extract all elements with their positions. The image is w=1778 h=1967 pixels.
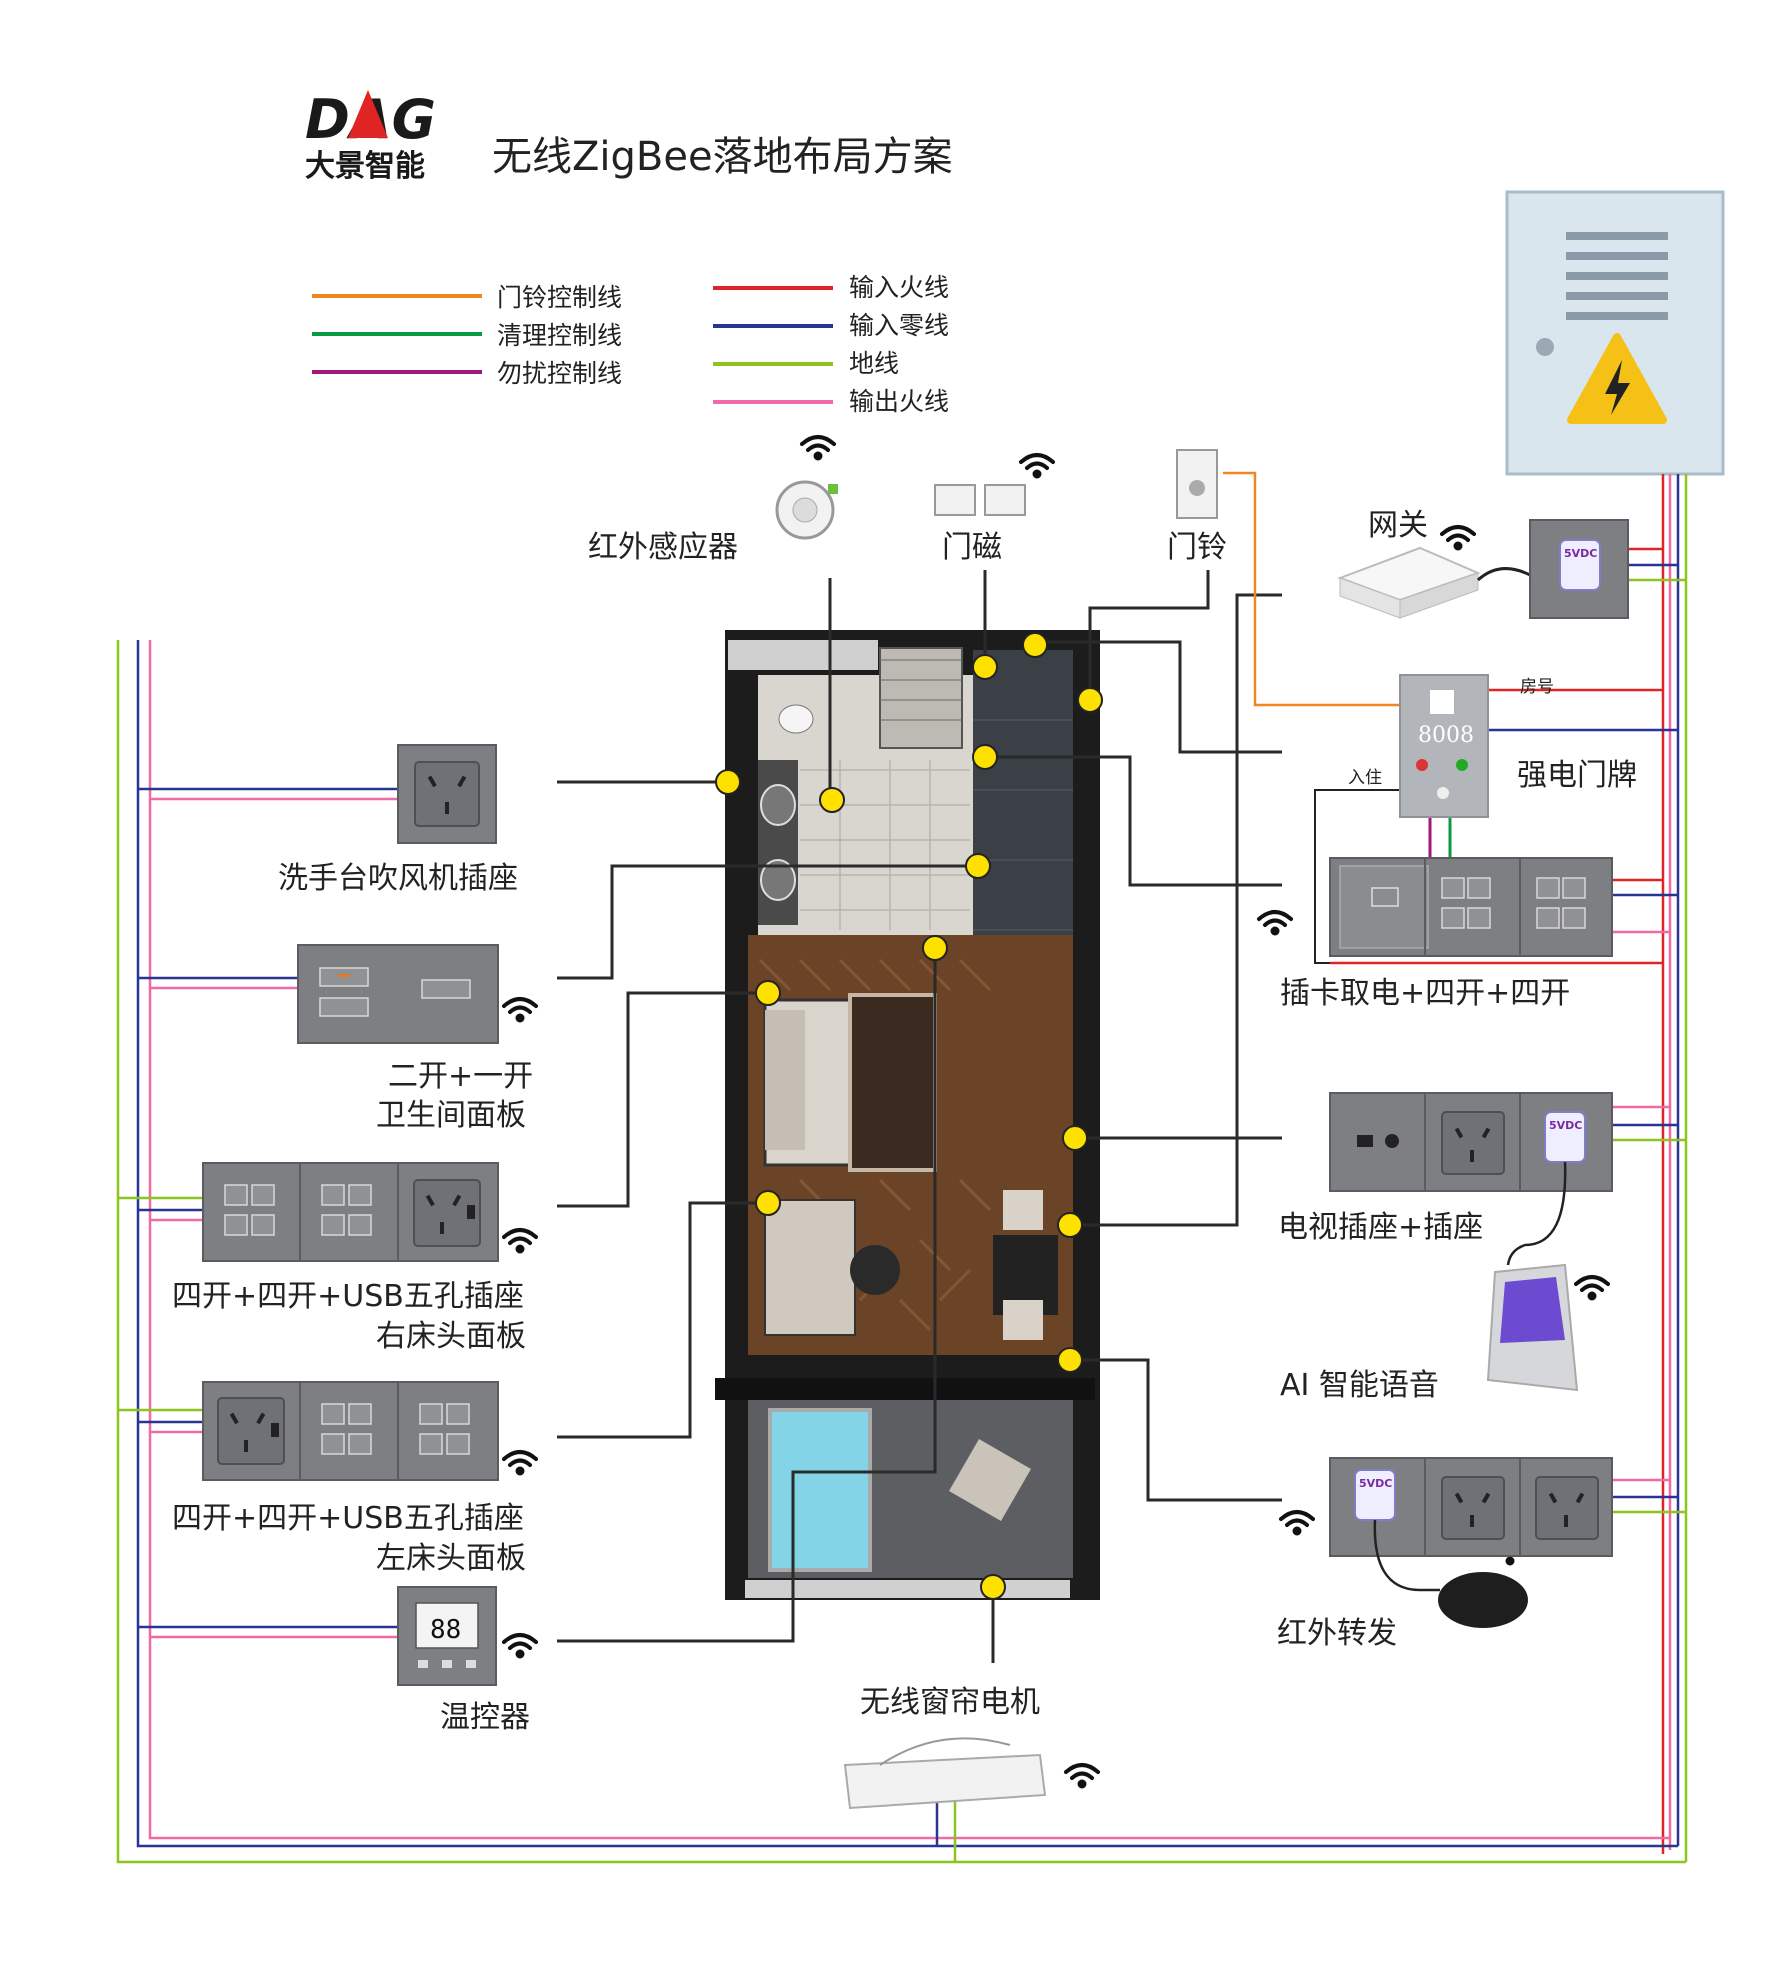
curtain-motor-device: 无线窗帘电机	[843, 1685, 1047, 1810]
right-bed-panel: 四开+四开+USB五孔插座 右床头面板	[172, 1162, 526, 1354]
tv-socket-panel: 5VDC 电视插座+插座	[1278, 1092, 1613, 1266]
wifi-icon	[1279, 1510, 1315, 1536]
usb-module-text: 5VDC	[1564, 547, 1597, 560]
logo-cn: 大景智能	[305, 149, 425, 184]
sofa-icon	[764, 1199, 856, 1336]
bathroom-panel: 二开+一开 卫生间面板	[297, 944, 533, 1133]
doorplate-number: 8008	[1418, 723, 1474, 748]
door-magnet-icon	[934, 484, 976, 516]
round-table-icon	[850, 1245, 900, 1295]
usb-socket-icon	[1535, 1476, 1599, 1540]
legend-label-doorbell: 门铃控制线	[497, 283, 622, 312]
wifi-icon	[502, 997, 538, 1023]
basin-icon	[760, 859, 796, 901]
socket-icon	[1441, 1476, 1505, 1540]
bathtub-icon	[768, 1408, 872, 1572]
ai-voice-label: AI 智能语音	[1280, 1368, 1439, 1403]
wifi-icon	[1257, 910, 1293, 936]
doorbell-device: 门铃	[1167, 449, 1227, 565]
right-bed-label-2: 右床头面板	[376, 1319, 526, 1354]
card-switch-panel: 插卡取电+四开+四开	[1280, 857, 1613, 1011]
ir-blaster-icon	[1438, 1572, 1528, 1628]
wifi-icon	[1574, 1275, 1610, 1301]
ir-sensor-device: 红外感应器	[588, 480, 838, 565]
brand-logo: DAG 大景智能	[305, 88, 436, 184]
legend-label-live-out: 输出火线	[849, 387, 949, 416]
usb-module-icon	[1559, 539, 1601, 591]
socket-icon	[414, 761, 480, 827]
door-magnet-device: 门磁	[934, 484, 1026, 565]
power-distribution-box	[1505, 190, 1725, 476]
legend-label-clean: 清理控制线	[497, 321, 622, 350]
power-rails-left	[116, 640, 1686, 1864]
power-branches-left	[118, 787, 398, 1639]
usb-module-text: 5VDC	[1549, 1119, 1582, 1132]
usb-socket-icon	[217, 1397, 285, 1465]
door-magnet-label: 门磁	[942, 530, 1002, 565]
armchair-icon	[949, 1439, 1031, 1521]
ai-voice-device: AI 智能语音	[1280, 1263, 1579, 1403]
control-wires	[557, 570, 1282, 1663]
legend-label-ground: 地线	[849, 349, 899, 378]
floor-plan	[715, 630, 1100, 1600]
wifi-icon	[1440, 525, 1476, 551]
curtain-motor-icon	[843, 1753, 1047, 1810]
left-bed-panel: 四开+四开+USB五孔插座 左床头面板	[172, 1381, 526, 1576]
thermostat-display-value: 88	[430, 1615, 461, 1645]
tv-port-icon	[1385, 1134, 1399, 1148]
gateway-usb-panel: 5VDC	[1529, 519, 1629, 619]
tv-socket-label: 电视插座+插座	[1278, 1210, 1483, 1245]
device-points	[715, 632, 1103, 1600]
wifi-icon	[502, 1450, 538, 1476]
basin-icon	[760, 784, 796, 826]
doorbell-control-wire	[1223, 471, 1400, 707]
ir-relay-label: 红外转发	[1277, 1616, 1397, 1651]
left-bed-label-2: 左床头面板	[376, 1541, 526, 1576]
power-rails-right	[1661, 474, 1688, 1862]
thermostat-panel: 88 温控器	[397, 1586, 530, 1735]
wifi-icon	[1019, 453, 1055, 479]
wifi-icon	[800, 435, 836, 461]
checkin-wire	[1314, 789, 1400, 964]
network-port-icon	[1357, 1135, 1373, 1147]
right-bed-label-1: 四开+四开+USB五孔插座	[172, 1279, 524, 1314]
doorplate-label: 强电门牌	[1517, 758, 1637, 793]
wifi-icon	[502, 1228, 538, 1254]
left-bed-label-1: 四开+四开+USB五孔插座	[172, 1501, 524, 1536]
basin-socket-panel: 洗手台吹风机插座	[278, 744, 518, 896]
usb-socket-icon	[413, 1179, 481, 1247]
doorplate-device: 8008 房号 入住 强电门牌	[1348, 674, 1637, 818]
toilet-icon	[778, 704, 814, 734]
ir-sensor-label: 红外感应器	[588, 530, 738, 565]
usb-module-text: 5VDC	[1359, 1477, 1392, 1490]
gateway-label: 网关	[1368, 508, 1428, 543]
page-title: 无线ZigBee落地布局方案	[492, 134, 953, 180]
legend: 门铃控制线 清理控制线 勿扰控制线 输入火线 输入零线 地线 输出火线	[312, 273, 949, 416]
legend-label-dnd: 勿扰控制线	[497, 359, 622, 388]
gateway-device: 网关	[1337, 508, 1531, 619]
doorbell-label: 门铃	[1167, 530, 1227, 565]
thermostat-display	[415, 1602, 479, 1649]
card-slot-icon	[1339, 865, 1429, 949]
socket-icon	[1441, 1111, 1505, 1175]
ir-relay-panel: 5VDC 红外转发	[1277, 1457, 1613, 1651]
basin-socket-label: 洗手台吹风机插座	[278, 861, 518, 896]
checkin-label: 入住	[1348, 768, 1382, 788]
wifi-icon	[1064, 1763, 1100, 1789]
legend-label-live-in: 输入火线	[849, 273, 949, 302]
wifi-icon	[502, 1633, 538, 1659]
wifi-icons	[502, 435, 1610, 1789]
bath-panel-label-1: 二开+一开	[388, 1059, 533, 1094]
logo-triangle-icon	[348, 90, 388, 138]
thermostat-label: 温控器	[440, 1700, 530, 1735]
legend-label-neutral: 输入零线	[849, 311, 949, 340]
curtain-motor-label: 无线窗帘电机	[860, 1685, 1040, 1720]
card-switch-label: 插卡取电+四开+四开	[1280, 976, 1570, 1011]
room-number-label: 房号	[1520, 677, 1554, 697]
bath-panel-label-2: 卫生间面板	[376, 1098, 526, 1133]
